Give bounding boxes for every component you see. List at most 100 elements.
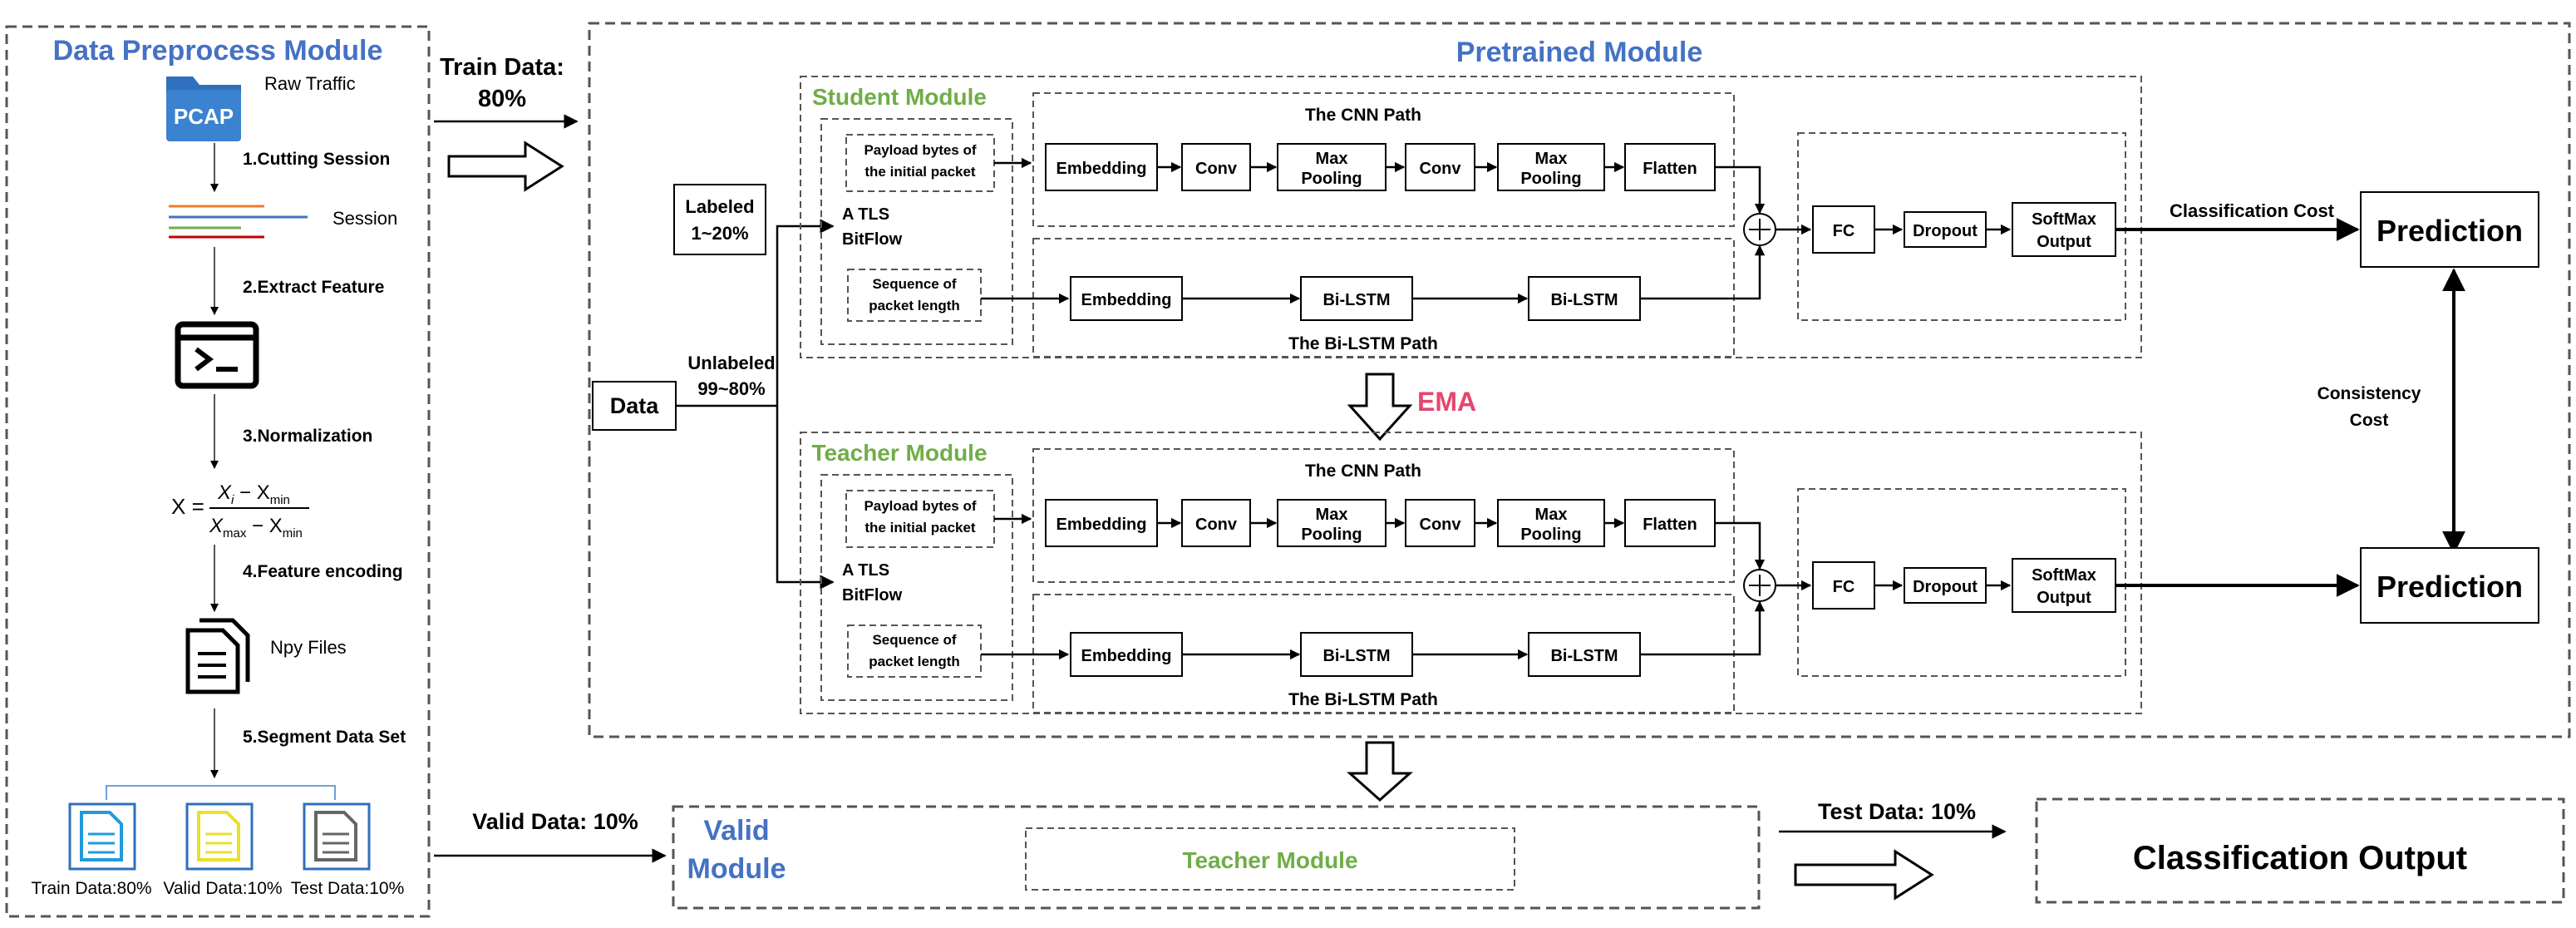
classification-output: Classification Output xyxy=(2035,797,2565,904)
cnn-path-title: The CNN Path xyxy=(1305,462,1421,481)
bilstm-block xyxy=(1300,632,1413,677)
labeled-line1: Labeled xyxy=(685,196,754,217)
test-file-icon xyxy=(303,802,371,871)
cnn-path-frame xyxy=(1032,92,1735,227)
sequence-box xyxy=(847,624,982,678)
input-group xyxy=(820,118,1013,345)
cnn-path-title: The CNN Path xyxy=(1305,106,1421,125)
terminal-icon xyxy=(175,321,259,389)
cnn-block xyxy=(1497,143,1605,191)
step-extract-feature: 2.Extract Feature xyxy=(243,278,384,297)
unlabeled-line1: Unlabeled xyxy=(687,353,775,373)
split-test-label: Test Data:10% xyxy=(291,879,405,898)
dropout-block xyxy=(1904,567,1987,604)
bilstm-block xyxy=(1528,276,1641,321)
bilstm-path-title: The Bi-LSTM Path xyxy=(1288,690,1438,709)
valid-title-line2: Module xyxy=(687,853,786,885)
data-preprocess-module: Data Preprocess Module PCAP Raw Traffic … xyxy=(5,25,431,918)
sequence-line2: packet length xyxy=(869,654,960,669)
fc-label: FC xyxy=(1833,222,1855,240)
classification-cost-label: Classification Cost xyxy=(2170,200,2335,221)
cnn-block-label: Embedding xyxy=(1057,160,1147,178)
formula-denominator: Xmax − Xmin xyxy=(209,515,303,541)
valid-title-line1: Valid xyxy=(703,815,769,847)
train-data-label-line2: 80% xyxy=(478,86,526,112)
cnn-block-label: Max xyxy=(1316,150,1348,168)
dropout-label: Dropout xyxy=(1913,222,1978,240)
cnn-block-label: Pooling xyxy=(1301,526,1362,544)
prediction-label: Prediction xyxy=(2377,570,2523,604)
cnn-block xyxy=(1405,499,1475,547)
cnn-block-label: Conv xyxy=(1195,516,1238,534)
session-lines-icon xyxy=(169,205,308,239)
bilstm-block-label: Embedding xyxy=(1081,291,1172,309)
labeled-line2: 1~20% xyxy=(691,223,748,244)
bilstm-block xyxy=(1070,276,1183,321)
softmax-line1: SoftMax xyxy=(2032,210,2096,229)
cnn-block xyxy=(1181,499,1251,547)
step-feature-encoding: 4.Feature encoding xyxy=(243,562,403,581)
cnn-path-frame xyxy=(1032,448,1735,583)
tls-line2: BitFlow xyxy=(842,586,903,605)
tls-line2: BitFlow xyxy=(842,230,903,249)
cnn-block-label: Max xyxy=(1535,150,1568,168)
normalization-formula: X = Xi − Xmin Xmax − Xmin xyxy=(171,481,309,541)
softmax-line1: SoftMax xyxy=(2032,566,2096,585)
labeled-box xyxy=(673,184,766,255)
cnn-block xyxy=(1405,143,1475,191)
valid-file-icon xyxy=(185,802,254,871)
sequence-line1: Sequence of xyxy=(872,276,956,292)
softmax-line2: Output xyxy=(2037,233,2091,251)
split-bracket xyxy=(106,785,336,800)
unlabeled-line2: 99~80% xyxy=(697,378,765,399)
cnn-block-label: Max xyxy=(1535,506,1568,524)
bilstm-block-label: Bi-LSTM xyxy=(1322,647,1390,665)
cnn-block xyxy=(1181,143,1251,191)
bilstm-block-label: Embedding xyxy=(1081,647,1172,665)
softmax-block xyxy=(2012,202,2116,257)
bilstm-block xyxy=(1070,632,1183,677)
train-data-block-arrow xyxy=(447,141,564,192)
valid-data-flow: Valid Data: 10% xyxy=(434,809,667,863)
prediction-box xyxy=(2360,547,2539,624)
module-title: Student Module xyxy=(812,84,987,110)
test-data-block-arrow xyxy=(1794,849,1934,901)
valid-teacher-label: Teacher Module xyxy=(1182,847,1357,873)
prediction-label: Prediction xyxy=(2377,214,2523,248)
bilstm-block-label: Bi-LSTM xyxy=(1550,647,1618,665)
pcap-folder-icon: PCAP xyxy=(166,77,241,141)
dropout-label: Dropout xyxy=(1913,578,1978,596)
input-group xyxy=(820,474,1013,701)
cnn-block-label: Pooling xyxy=(1520,170,1581,188)
ema-block-arrow xyxy=(1347,373,1413,442)
split-valid-label: Valid Data:10% xyxy=(163,879,282,898)
sequence-box xyxy=(847,269,982,322)
step-normalization: 3.Normalization xyxy=(243,427,372,446)
to-valid-block-arrow xyxy=(1347,741,1413,802)
cnn-block-label: Max xyxy=(1316,506,1348,524)
tls-line1: A TLS xyxy=(842,561,889,580)
valid-data-label: Valid Data: 10% xyxy=(472,809,638,834)
pretrained-module: Pretrained Module Data Labeled 1~20% Unl… xyxy=(588,22,2571,738)
prediction-box xyxy=(2360,191,2539,268)
tls-line1: A TLS xyxy=(842,205,889,224)
cnn-block-label: Flatten xyxy=(1643,160,1697,178)
classifier-frame xyxy=(1797,488,2126,677)
cnn-block-label: Embedding xyxy=(1057,516,1147,534)
classifier-frame xyxy=(1797,132,2126,321)
cnn-block-label: Conv xyxy=(1420,160,1462,178)
bilstm-block-label: Bi-LSTM xyxy=(1322,291,1390,309)
consistency-line2: Cost xyxy=(2350,411,2389,430)
pcap-icon-label: PCAP xyxy=(174,104,234,129)
train-data-flow: Train Data: 80% xyxy=(434,54,579,192)
classification-output-title: Classification Output xyxy=(2133,840,2467,876)
module-title: Teacher Module xyxy=(811,440,987,466)
payload-line1: Payload bytes of xyxy=(864,142,976,158)
payload-line2: the initial packet xyxy=(864,164,976,180)
payload-line1: Payload bytes of xyxy=(864,498,976,514)
softmax-line2: Output xyxy=(2037,589,2091,607)
payload-line2: the initial packet xyxy=(864,520,976,536)
